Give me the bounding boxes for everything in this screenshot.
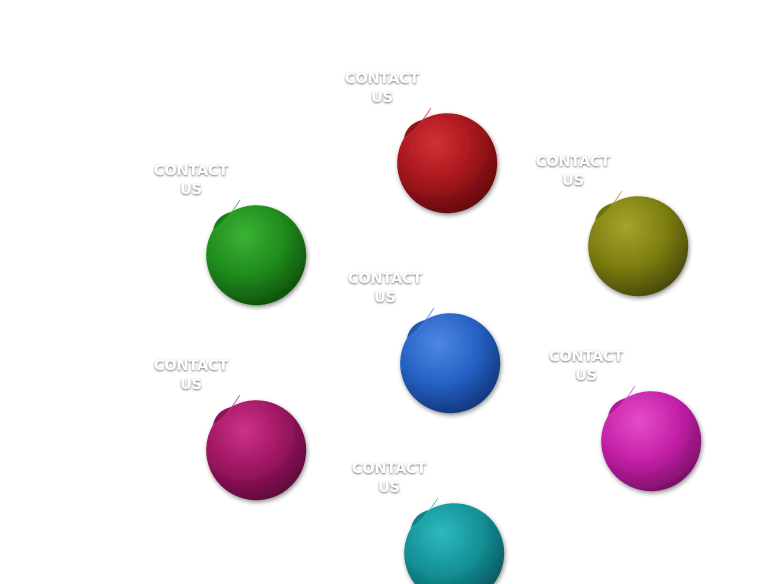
- contact-us-button-purple[interactable]: CONTACT US: [137, 327, 307, 501]
- sticker-disc: [206, 400, 307, 501]
- sticker-disc: [400, 313, 501, 414]
- sticker-peel-corner: [407, 308, 434, 338]
- sticker-peel-edge: [403, 107, 432, 139]
- sticker-graphic: [151, 140, 307, 306]
- sticker-gloss: [533, 131, 605, 175]
- sticker-peel-edge: [607, 385, 636, 417]
- sticker-gloss: [151, 140, 223, 184]
- contact-us-button-magenta[interactable]: CONTACT US: [532, 318, 702, 492]
- sticker-graphic: [546, 326, 702, 492]
- sticker-disc: [601, 391, 702, 492]
- sticker-peel-corner: [595, 191, 622, 221]
- sticker-graphic: [349, 438, 505, 584]
- contact-us-button-olive[interactable]: CONTACT US: [519, 123, 689, 297]
- sticker-gloss: [345, 248, 417, 292]
- sticker-graphic: [151, 335, 307, 501]
- sticker-disc: [588, 196, 689, 297]
- sticker-graphic: [533, 131, 689, 297]
- contact-us-button-red[interactable]: CONTACT US: [328, 40, 498, 214]
- sticker-peel-edge: [410, 497, 439, 529]
- sticker-peel-edge: [212, 394, 241, 426]
- sticker-peel-edge: [212, 199, 241, 231]
- sticker-gloss: [151, 335, 223, 379]
- sticker-peel-corner: [213, 200, 240, 230]
- contact-us-button-green[interactable]: CONTACT US: [137, 132, 307, 306]
- sticker-peel-edge: [594, 190, 623, 222]
- sticker-gloss: [349, 438, 421, 482]
- sticker-peel-corner: [411, 498, 438, 528]
- sticker-peel-corner: [608, 386, 635, 416]
- contact-us-button-blue[interactable]: CONTACT US: [331, 240, 501, 414]
- sticker-gloss: [546, 326, 618, 370]
- sticker-peel-corner: [404, 108, 431, 138]
- sticker-disc: [397, 113, 498, 214]
- contact-us-button-teal[interactable]: CONTACT US: [335, 430, 505, 584]
- sticker-disc: [206, 205, 307, 306]
- sticker-graphic: [342, 48, 498, 214]
- sticker-peel-edge: [406, 307, 435, 339]
- sticker-disc: [404, 503, 505, 584]
- sticker-peel-corner: [213, 395, 240, 425]
- sticker-gloss: [342, 48, 414, 92]
- sticker-graphic: [345, 248, 501, 414]
